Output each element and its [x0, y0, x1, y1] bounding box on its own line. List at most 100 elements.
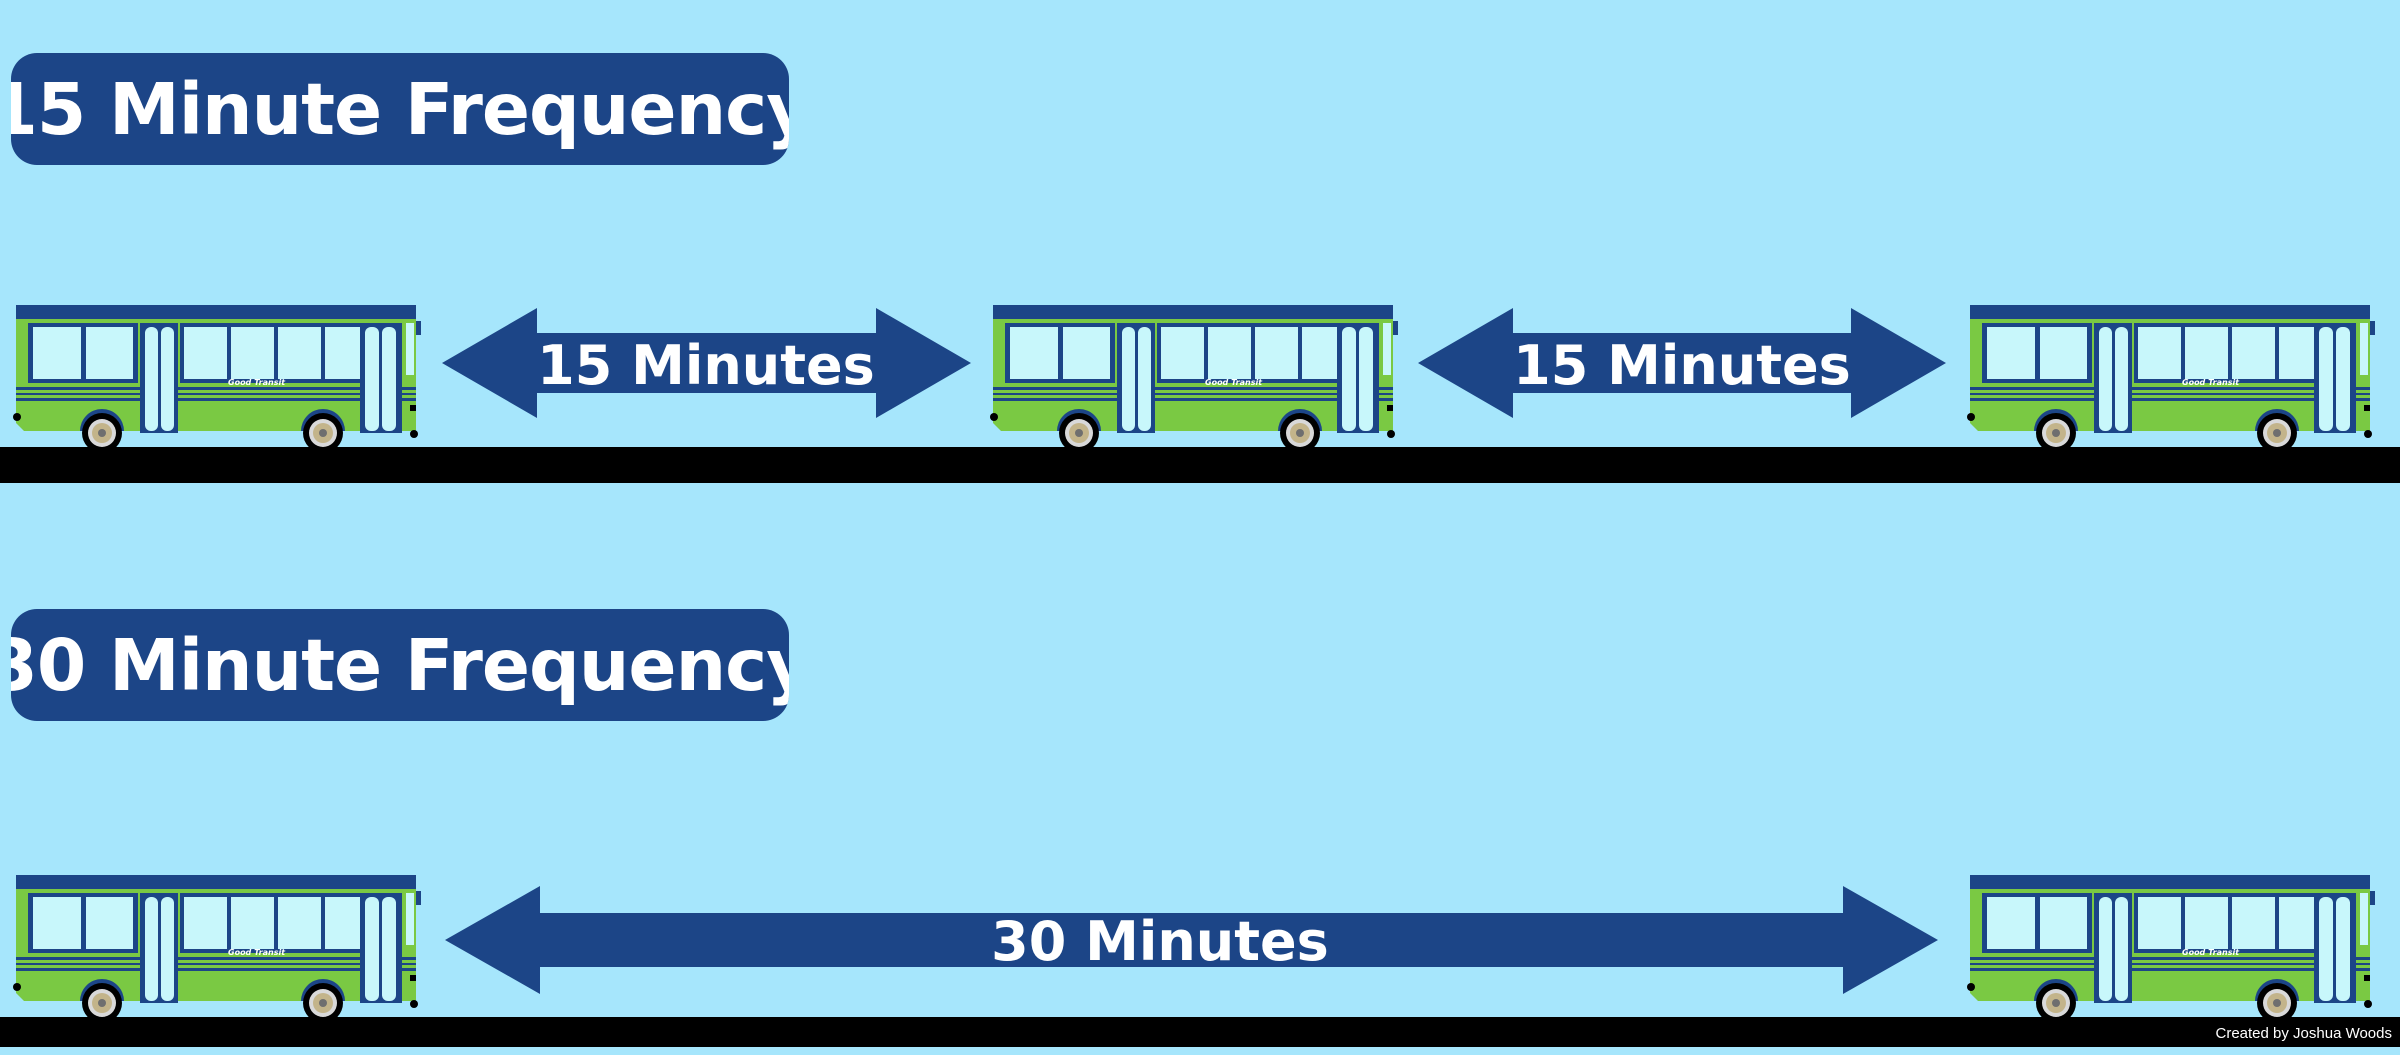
bus-window — [33, 897, 81, 949]
bus-window — [184, 897, 227, 949]
bus-window — [1063, 327, 1110, 379]
bus-mirror — [2370, 321, 2375, 335]
bus-stripe — [993, 393, 1393, 395]
bus-body-group: Good Transit — [1967, 875, 2375, 1023]
gap-label: 15 Minutes — [537, 334, 875, 397]
bus-stripe — [16, 957, 416, 960]
bus: Good Transit — [1967, 305, 2375, 453]
hub-bolt — [319, 999, 327, 1007]
bus-door-glass — [2115, 327, 2128, 431]
gap-label: 15 Minutes — [1513, 334, 1851, 397]
bus-wheel — [301, 409, 345, 453]
bus-roof — [16, 305, 416, 319]
bus-window — [184, 327, 227, 379]
bus: Good Transit — [990, 305, 1398, 453]
bus-window — [2138, 327, 2181, 379]
bus: Good Transit — [13, 875, 421, 1023]
bus-door-glass — [1359, 327, 1373, 431]
bus-door-glass — [2099, 327, 2112, 431]
bus-stripe — [16, 387, 416, 390]
bus-rear-light — [13, 413, 21, 421]
bus-mirror — [416, 321, 421, 335]
road-15-minute — [0, 447, 2400, 483]
bus-brand-label: Good Transit — [2182, 378, 2240, 387]
panel-15-drawing: Good Transit 15 Minutes — [13, 305, 2375, 453]
gap-label: 30 Minutes — [991, 910, 1329, 973]
bus-roof — [993, 305, 1393, 319]
bus-stripe — [1970, 393, 2370, 395]
bus-window — [278, 897, 321, 949]
bus-roof — [16, 875, 416, 889]
bus-door-glass — [1342, 327, 1356, 431]
bus-stripe — [1970, 968, 2370, 971]
bus-windshield — [2360, 323, 2368, 375]
bus-window — [278, 327, 321, 379]
bus-body-group: Good Transit — [990, 305, 1398, 453]
bus-door-glass — [2336, 327, 2350, 431]
bus-window — [2185, 897, 2228, 949]
bus-windshield — [1383, 323, 1391, 375]
bus-window — [231, 327, 274, 379]
bus-door-glass — [2115, 897, 2128, 1001]
bus-wheel — [2034, 409, 2078, 453]
bus-door-glass — [365, 897, 379, 1001]
bus-window — [1987, 327, 2035, 379]
bus-indicator — [2364, 405, 2370, 411]
bus-stripe — [1970, 387, 2370, 390]
title-15-minute-frequency: 15 Minute Frequency — [11, 53, 789, 165]
panel-30-drawing: Good Transit 30 Minutes — [13, 875, 2375, 1023]
bus-mirror — [1393, 321, 1398, 335]
bus-body-group: Good Transit — [13, 875, 421, 1023]
hub-bolt — [1075, 429, 1083, 437]
bus-window — [1208, 327, 1251, 379]
hub-bolt — [319, 429, 327, 437]
bus-door-glass — [2319, 327, 2333, 431]
bus-indicator — [410, 405, 416, 411]
bus-wheel — [301, 979, 345, 1023]
bus-stripe — [1970, 398, 2370, 401]
bus-stripe — [993, 387, 1393, 390]
bus-rear-light — [1967, 413, 1975, 421]
panel-30-minute: Good Transit 30 Minutes — [0, 755, 2400, 1055]
bus-mirror — [2370, 891, 2375, 905]
bus-window — [2040, 327, 2087, 379]
hub-bolt — [2273, 999, 2281, 1007]
bus-stripe — [1970, 957, 2370, 960]
bus-roof — [1970, 875, 2370, 889]
bus: Good Transit — [13, 305, 421, 453]
bus-door-glass — [2099, 897, 2112, 1001]
bus-door-glass — [145, 327, 158, 431]
bus-front-light — [410, 1000, 418, 1008]
bus-rear-light — [13, 983, 21, 991]
hub-bolt — [2052, 999, 2060, 1007]
bus-rear-light — [1967, 983, 1975, 991]
bus-window — [1987, 897, 2035, 949]
bus-indicator — [1387, 405, 1393, 411]
bus-stripe — [1970, 963, 2370, 965]
bus-front-light — [1387, 430, 1395, 438]
bus-window — [2185, 327, 2228, 379]
title-30-minute-frequency: 30 Minute Frequency — [11, 609, 789, 721]
bus-windshield — [406, 323, 414, 375]
panel-15-minute: Good Transit 15 Minutes — [0, 185, 2400, 485]
bus-door-glass — [145, 897, 158, 1001]
bus-mirror — [416, 891, 421, 905]
bus-wheel — [2255, 979, 2299, 1023]
bus-windshield — [2360, 893, 2368, 945]
bus-front-light — [2364, 1000, 2372, 1008]
double-arrow-shape — [442, 308, 971, 418]
bus-roof — [1970, 305, 2370, 319]
gap-arrow: 15 Minutes — [1418, 308, 1946, 418]
bus-window — [86, 897, 133, 949]
bus-door-glass — [1138, 327, 1151, 431]
bus-rear-light — [990, 413, 998, 421]
hub-bolt — [2052, 429, 2060, 437]
gap-arrow: 30 Minutes — [445, 886, 1938, 994]
credit-text: Created by Joshua Woods — [2215, 1025, 2393, 1042]
bus-wheel — [1278, 409, 1322, 453]
bus-door-glass — [382, 327, 396, 431]
double-arrow-shape — [445, 886, 1938, 994]
hub-bolt — [1296, 429, 1304, 437]
bus-door-glass — [161, 327, 174, 431]
bus-wheel — [1057, 409, 1101, 453]
